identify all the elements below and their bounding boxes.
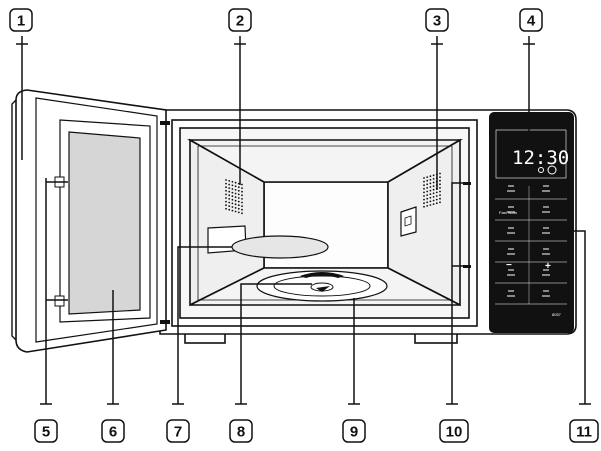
door-window [68,131,141,315]
callout-8: 8 [229,419,253,443]
oven-body [159,109,577,344]
callout-number: 10 [446,424,463,441]
leader-line [546,230,586,404]
display-window [495,129,567,179]
open-door [11,89,170,353]
callout-11: 11 [569,419,599,443]
callout-number: 1 [17,13,25,30]
vent-grille-right [423,172,441,208]
callout-number: 3 [433,13,441,30]
leader-line [177,246,232,404]
callout-number: 8 [237,424,245,441]
callout-7: 7 [166,419,190,443]
callout-labels: 1 2 3 4 5 6 7 8 9 10 11 [9,8,599,443]
callout-number: 9 [350,424,358,441]
button-grid [495,185,567,305]
callout-2: 2 [228,8,252,32]
leader-line [240,283,312,404]
fast-scan-caption: Fast Scan [499,210,517,215]
callout-number: 11 [576,424,592,441]
vent-grille-left [225,179,243,215]
callout-3: 3 [425,8,449,32]
waveguide-cover [400,206,417,237]
door-edge [11,99,17,341]
door-hinges [160,121,170,324]
callout-1: 1 [9,8,33,32]
turntable-assembly [231,235,388,302]
callout-4: 4 [519,8,543,32]
callout-5: 5 [34,419,58,443]
display-time: 12:30 [512,147,569,169]
callout-number: 7 [174,424,182,441]
callout-number: 4 [527,13,536,30]
callout-6: 6 [101,419,125,443]
model-code: 8057 [552,312,562,317]
callout-9: 9 [342,419,366,443]
callout-10: 10 [439,419,469,443]
door-interlock-slots [463,182,471,268]
minus-button-label: − [506,260,512,271]
glass-turntable [231,235,329,259]
leader-line [451,182,466,404]
control-panel: 12:30 Fast Scan + − 8057 [489,112,574,333]
callout-number: 5 [42,424,50,441]
display-indicators [538,165,557,175]
callout-leader-lines [16,36,591,405]
plus-button-label: + [545,261,551,272]
callout-number: 6 [109,424,117,441]
callout-number: 2 [236,13,244,30]
